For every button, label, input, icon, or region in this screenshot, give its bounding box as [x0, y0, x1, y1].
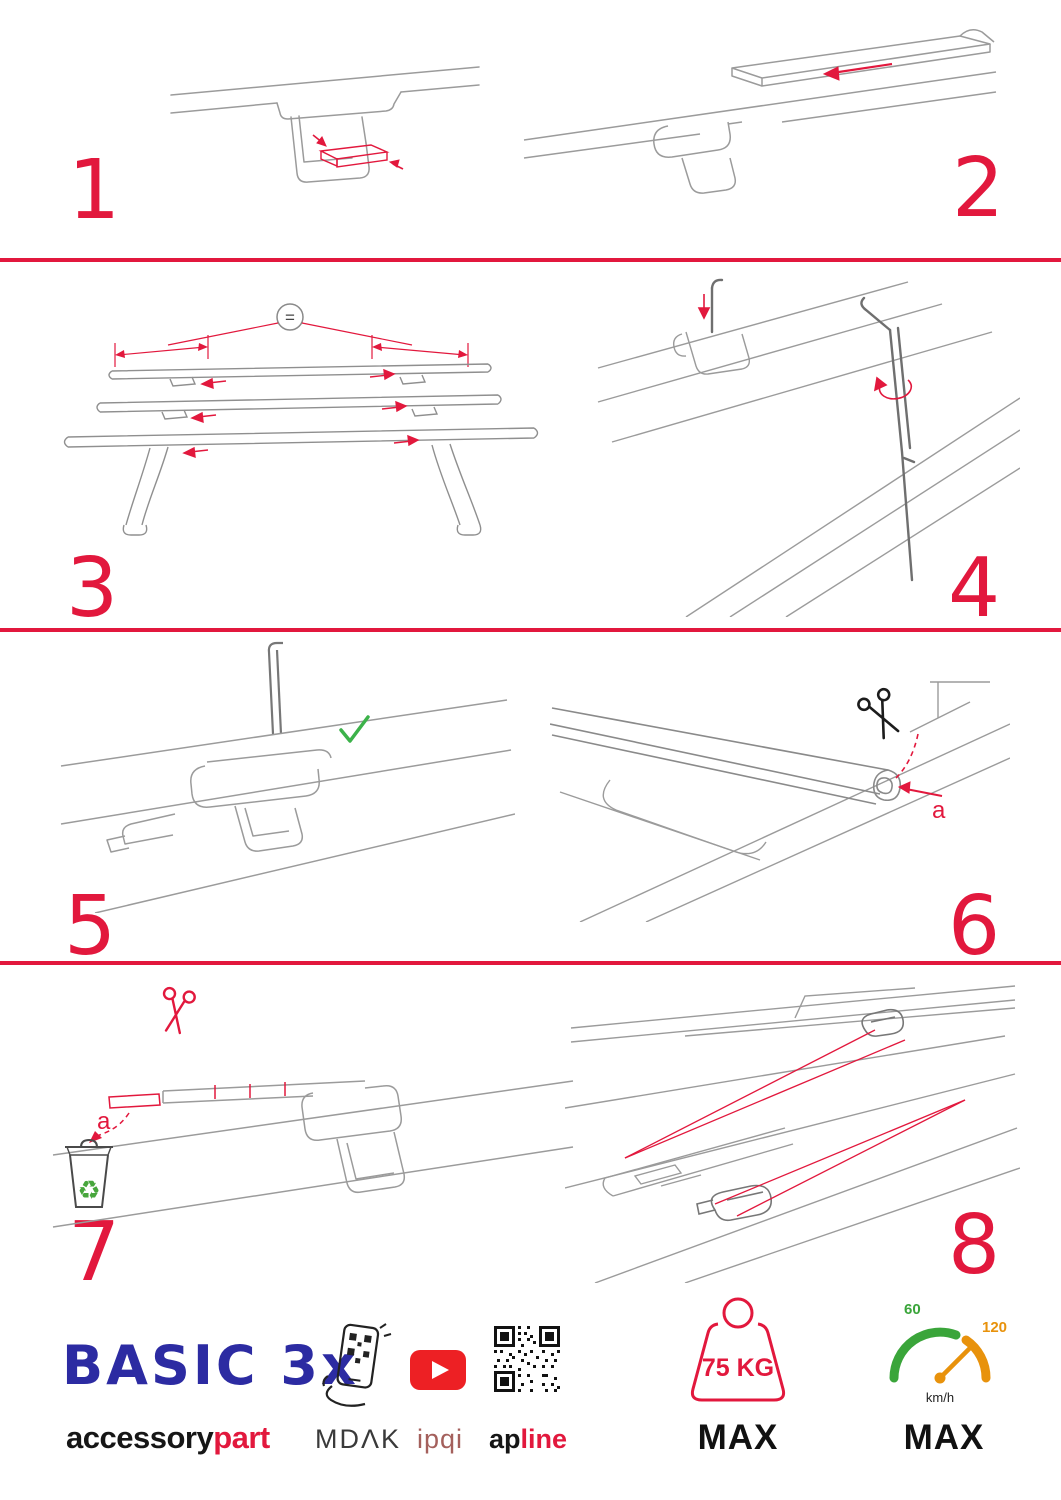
partner-ipqi-label: ipqi: [416, 1424, 464, 1454]
buckle-piece: [861, 1008, 905, 1037]
step-number-8: 8: [948, 1198, 1001, 1293]
step-number-3: 3: [66, 541, 119, 636]
insert-arrows: [312, 134, 404, 170]
insert-arrow: [897, 781, 943, 797]
brand-logo: accessorypart: [66, 1420, 270, 1456]
partner-mdak-label: MDΛK: [314, 1424, 402, 1454]
trash-bin-icon: [65, 1138, 113, 1208]
speedometer-icon: 60 120 km/h: [874, 1298, 1014, 1412]
section-divider-1: [0, 258, 1061, 262]
weight-max-label: MAX: [697, 1418, 779, 1457]
cut-guide-line: [895, 733, 919, 779]
allen-key: [710, 278, 916, 582]
scissors-icon-red: [162, 986, 196, 1035]
step7-illustration: a ♻: [45, 985, 575, 1250]
speed-tick-low: 60: [904, 1301, 921, 1318]
recycle-icon: ♻: [77, 1175, 100, 1205]
section-divider-2: [0, 628, 1061, 632]
brand-black: accessory: [66, 1420, 214, 1455]
step-number-2: 2: [952, 141, 1005, 236]
step8-illustration: [565, 978, 1020, 1283]
partner-apline-label: apline: [478, 1424, 578, 1455]
apline-red: line: [520, 1424, 568, 1454]
step4-illustration: [590, 272, 1020, 617]
phone-qr-icon: [316, 1322, 394, 1410]
slide-arrow: [822, 62, 893, 81]
step-number-5: 5: [64, 879, 117, 974]
crossbar-tube: [550, 707, 902, 805]
weight-value: 75 KG: [702, 1354, 774, 1382]
speed-unit: km/h: [926, 1390, 954, 1405]
step-number-7: 7: [68, 1205, 121, 1300]
step4-drawing: [597, 278, 1020, 617]
step5-drawing: [60, 641, 515, 913]
step-number-1: 1: [68, 143, 121, 238]
equals-badge: =: [276, 303, 304, 331]
speed-max-label: MAX: [903, 1418, 985, 1457]
step2-illustration: [520, 20, 1000, 215]
brand-red: part: [213, 1420, 270, 1455]
step6-illustration: a: [550, 672, 1010, 922]
pad-highlight: [318, 144, 390, 168]
step-number-6: 6: [948, 879, 1001, 974]
step2-drawing: [523, 29, 997, 194]
step6-drawing: a: [550, 681, 1010, 922]
crossbars: [63, 363, 539, 536]
svg-text:=: =: [285, 308, 295, 327]
speed-tick-high: 120: [982, 1319, 1007, 1336]
step1-illustration: [165, 55, 485, 240]
weight-icon: 75 KG: [672, 1296, 804, 1414]
apline-black: ap: [488, 1424, 521, 1454]
tighten-arrows: [697, 294, 913, 400]
scissors-icon: [857, 687, 900, 740]
label-a: a: [932, 797, 946, 824]
qr-code-icon: [494, 1326, 560, 1392]
section-divider-3: [0, 961, 1061, 965]
step1-drawing: [170, 66, 480, 183]
t-adapter-piece: [696, 1184, 773, 1222]
youtube-icon: [410, 1350, 466, 1390]
dimension-lines: [114, 322, 469, 367]
step8-drawing: [565, 985, 1020, 1283]
step7-drawing: a ♻: [52, 986, 574, 1228]
step3-illustration: =: [40, 285, 540, 540]
adjust-arrows: [182, 368, 420, 459]
step-number-4: 4: [948, 541, 1001, 636]
checkmark-icon: [339, 715, 370, 743]
alignment-lines: [624, 1029, 966, 1217]
product-name: BASIC 3x: [62, 1334, 359, 1397]
step5-illustration: [55, 638, 515, 913]
label-a: a: [97, 1108, 111, 1135]
step3-drawing: =: [63, 303, 539, 536]
